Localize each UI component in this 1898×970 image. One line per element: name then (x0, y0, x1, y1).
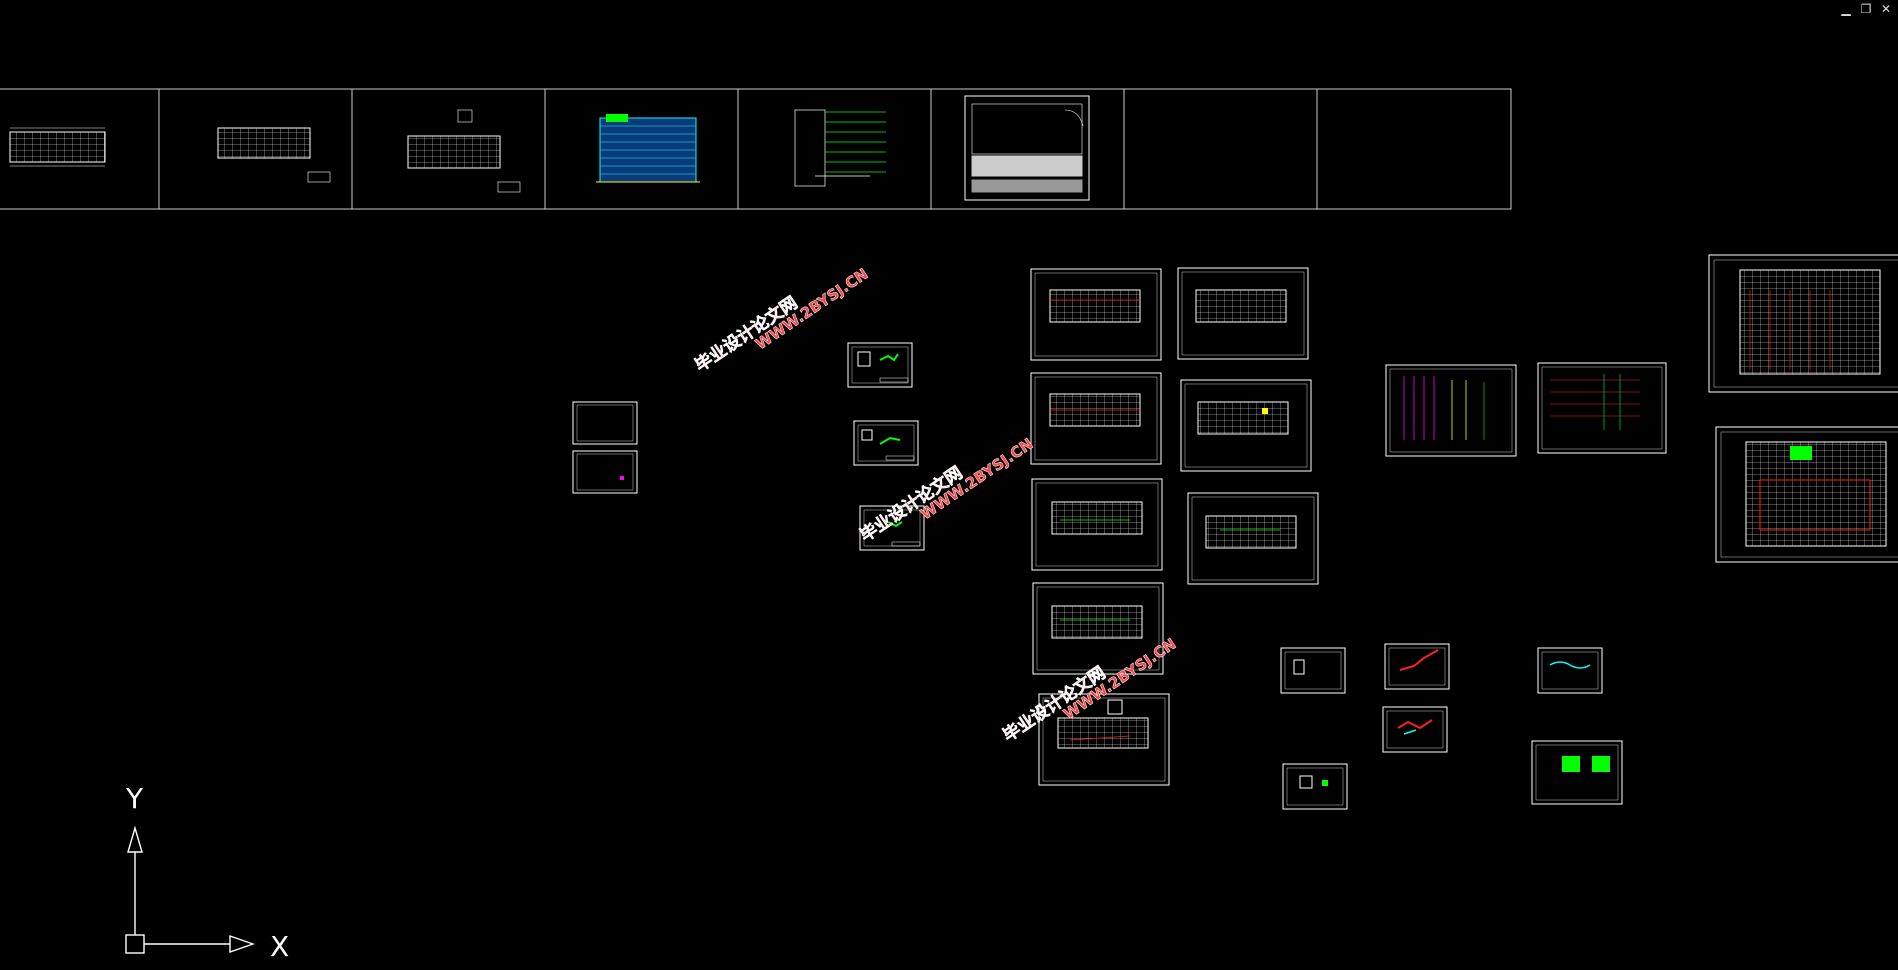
ucs-axis-icon (125, 825, 256, 954)
detail-sheet-2 (853, 420, 919, 466)
small-detail-sheets (1280, 643, 1623, 810)
sheet-strip (0, 88, 1512, 210)
cover-sheets (572, 401, 638, 494)
site-plan-sheets (1708, 254, 1898, 563)
strip-drawing-6-siteplan (964, 95, 1090, 201)
strip-drawing-1 (9, 127, 106, 167)
window-controls: ▁ ❐ ✕ (1838, 2, 1894, 16)
detail-sheet-1 (847, 342, 913, 388)
piping-diagram-sheets (1385, 362, 1667, 457)
close-icon[interactable]: ✕ (1880, 2, 1892, 16)
ucs-x-label: X (270, 930, 289, 963)
restore-icon[interactable]: ❐ (1860, 2, 1872, 16)
strip-drawing-5-section (794, 109, 886, 187)
strip-drawing-3 (407, 109, 521, 193)
strip-drawing-2 (217, 127, 331, 183)
ucs-y-label: Y (125, 782, 144, 815)
strip-drawing-4-elevation (596, 114, 700, 183)
floor-plan-sheets (1030, 267, 1319, 786)
detail-sheet-3 (859, 505, 925, 551)
minimize-icon[interactable]: ▁ (1841, 2, 1851, 16)
